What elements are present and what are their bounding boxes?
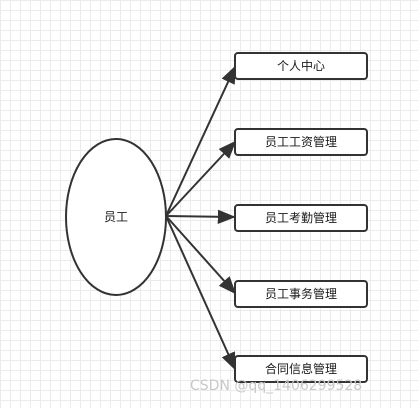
module-box-1: [234, 52, 368, 80]
module-box-4: [234, 280, 368, 308]
module-label-1: 个人中心: [277, 58, 325, 73]
module-label-3: 员工考勤管理: [265, 210, 337, 225]
module-node-5[interactable]: 合同信息管理: [234, 355, 368, 383]
connector-to-module-2: [165, 140, 237, 217]
module-node-4[interactable]: 员工事务管理: [234, 280, 368, 308]
module-box-5: [234, 355, 368, 383]
module-node-1[interactable]: 个人中心: [234, 52, 368, 80]
watermark-text: CSDN @qq_1406299528: [190, 378, 363, 394]
center-node-label: 员工: [104, 210, 128, 224]
module-label-5: 合同信息管理: [265, 361, 337, 376]
connector-to-module-1: [165, 65, 236, 217]
module-label-4: 员工事务管理: [265, 286, 337, 301]
connector-to-module-5: [165, 215, 236, 371]
connector-to-module-4: [165, 215, 237, 295]
connectors: [165, 65, 237, 371]
center-node-shape: [65, 138, 167, 296]
connector-to-module-3: [165, 209, 236, 224]
module-label-2: 员工工资管理: [265, 134, 337, 149]
module-node-3[interactable]: 员工考勤管理: [234, 204, 368, 232]
module-box-3: [234, 204, 368, 232]
module-box-2: [234, 128, 368, 156]
center-node[interactable]: 员工: [65, 138, 167, 296]
module-node-2[interactable]: 员工工资管理: [234, 128, 368, 156]
